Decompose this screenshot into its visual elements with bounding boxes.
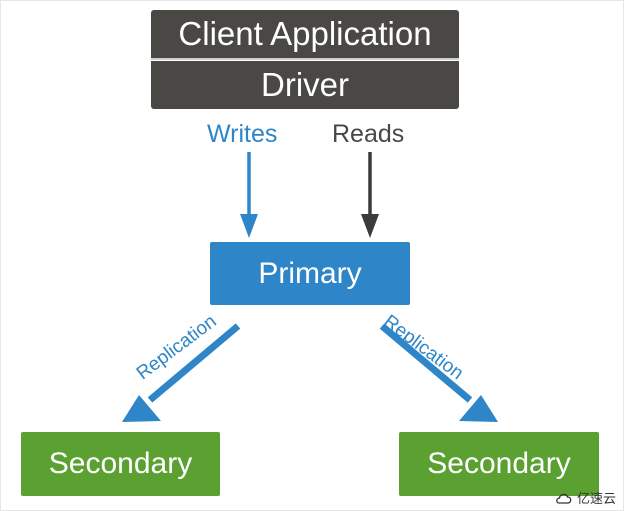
reads-arrow	[361, 152, 379, 238]
secondary-right-box: Secondary	[399, 432, 599, 496]
replication-left-arrow	[122, 323, 241, 422]
client-application-label: Client Application	[178, 15, 432, 52]
secondary-right-label: Secondary	[427, 447, 571, 480]
writes-arrow	[240, 152, 258, 238]
primary-box: Primary	[210, 242, 410, 305]
cloud-logo-icon	[556, 493, 572, 504]
secondary-left-label: Secondary	[48, 447, 193, 480]
reads-label: Reads	[332, 120, 405, 148]
watermark: 亿速云	[555, 488, 616, 507]
primary-label: Primary	[258, 256, 362, 290]
writes-label: Writes	[207, 120, 278, 148]
replication-right-arrow	[379, 323, 498, 422]
driver-box: Driver	[151, 61, 459, 109]
client-application-box: Client Application	[151, 10, 459, 60]
watermark-text: 亿速云	[576, 491, 616, 506]
secondary-left-box: Secondary	[21, 432, 220, 496]
driver-label: Driver	[261, 66, 349, 103]
